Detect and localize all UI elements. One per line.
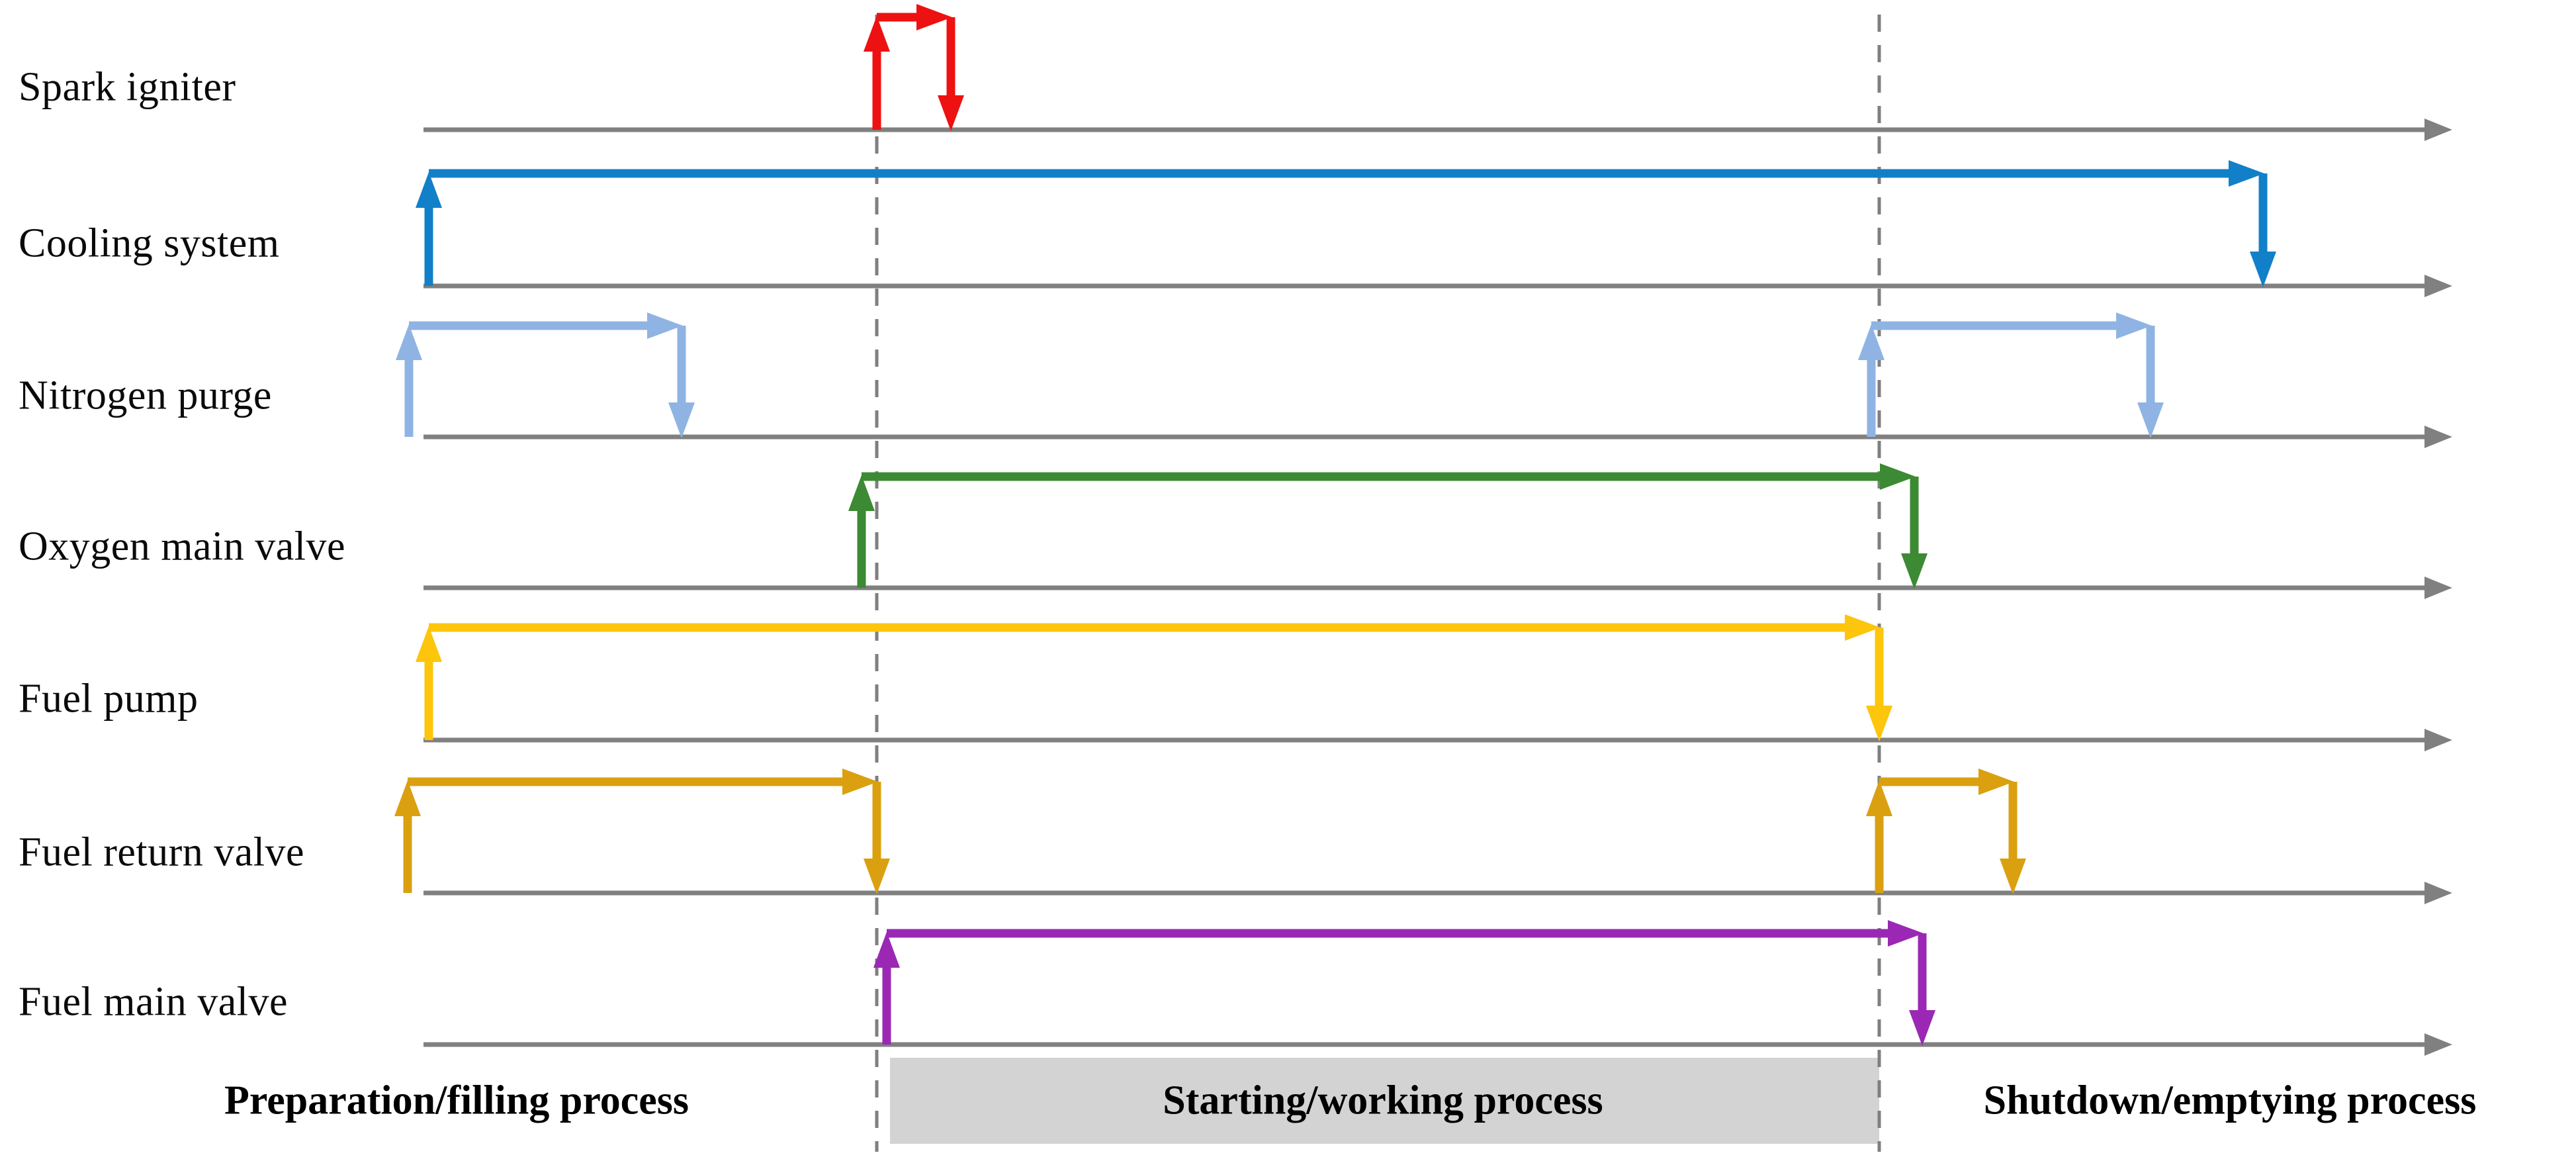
rise-arrow-icon-cooling_system [416,172,442,208]
plateau-arrow-icon-fuel_return_valve [842,769,878,795]
rise-arrow-icon-spark_igniter [864,16,890,52]
pulse-fuel_main_valve-8 [873,920,1935,1046]
row-label-fuel_pump: Fuel pump [19,676,199,722]
axis-arrow-icon-nitrogen_purge [2424,426,2452,448]
axis-arrow-icon-cooling_system [2424,275,2452,297]
phase-label-3: Shutdown/emptying process [1983,1078,2477,1123]
rise-arrow-icon-fuel_return_valve [1866,780,1892,816]
plateau-arrow-icon-fuel_pump [1845,614,1881,641]
fall-arrow-icon-spark_igniter [938,95,964,131]
plateau-arrow-icon-cooling_system [2229,160,2264,187]
fall-arrow-icon-fuel_return_valve [2000,859,2026,894]
row-label-spark_igniter: Spark igniter [19,64,236,110]
axis-arrow-icon-oxygen_main_valve [2424,577,2452,599]
rise-arrow-icon-fuel_main_valve [873,932,900,968]
plateau-arrow-icon-oxygen_main_valve [1880,463,1916,490]
axis-arrow-icon-fuel_return_valve [2424,882,2452,904]
phase-label-1: Preparation/filling process [224,1078,689,1123]
pulse-fuel_return_valve-7 [1866,769,2026,894]
fall-arrow-icon-fuel_pump [1866,706,1892,741]
pulse-spark_igniter-0 [864,4,964,131]
pulse-nitrogen_purge-2 [396,312,695,438]
plateau-arrow-icon-fuel_main_valve [1888,920,1924,947]
plateau-arrow-icon-spark_igniter [916,4,952,30]
fall-arrow-icon-cooling_system [2250,252,2276,287]
rise-arrow-icon-nitrogen_purge [1858,324,1885,360]
pulse-fuel_pump-5 [416,614,1892,741]
fall-arrow-icon-nitrogen_purge [2137,402,2164,438]
fall-arrow-icon-fuel_main_valve [1909,1010,1935,1046]
pulse-cooling_system-1 [416,160,2276,287]
row-label-nitrogen_purge: Nitrogen purge [19,373,272,418]
pulse-fuel_return_valve-6 [394,769,890,894]
plateau-arrow-icon-nitrogen_purge [2116,312,2152,339]
rise-arrow-icon-fuel_pump [416,626,442,662]
fall-arrow-icon-nitrogen_purge [668,402,695,438]
axis-arrow-icon-spark_igniter [2424,118,2452,141]
rise-arrow-icon-fuel_return_valve [394,780,421,816]
fall-arrow-icon-fuel_return_valve [864,859,890,894]
pulse-nitrogen_purge-3 [1858,312,2164,438]
row-label-fuel_main_valve: Fuel main valve [19,979,288,1025]
axis-arrow-icon-fuel_pump [2424,729,2452,751]
rise-arrow-icon-nitrogen_purge [396,324,422,360]
plateau-arrow-icon-nitrogen_purge [647,312,683,339]
phase-label-2: Starting/working process [1163,1078,1603,1123]
rise-arrow-icon-oxygen_main_valve [848,475,875,511]
phase-band-starting-working [890,1058,1879,1144]
axis-arrow-icon-fuel_main_valve [2424,1033,2452,1056]
row-label-cooling_system: Cooling system [19,220,280,266]
pulse-oxygen_main_valve-4 [848,463,1928,589]
row-label-oxygen_main_valve: Oxygen main valve [19,524,346,569]
fall-arrow-icon-oxygen_main_valve [1901,553,1928,589]
row-label-fuel_return_valve: Fuel return valve [19,829,305,875]
plateau-arrow-icon-fuel_return_valve [1978,769,2014,795]
